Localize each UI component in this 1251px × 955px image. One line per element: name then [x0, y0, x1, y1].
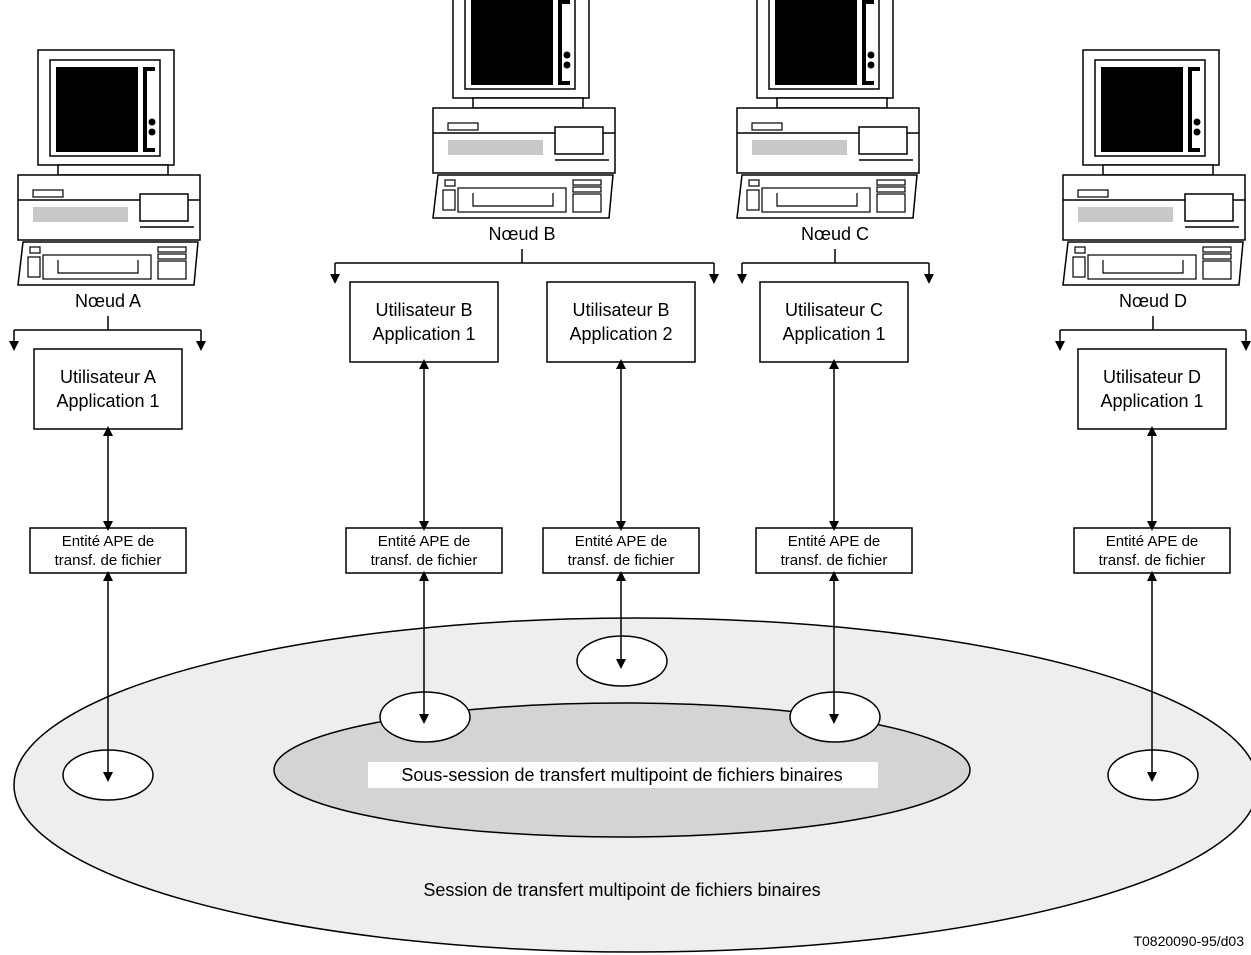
ape-a-line1: Entité APE de — [62, 533, 155, 550]
computer-node-a — [17, 49, 201, 286]
app-d1-line1: Utilisateur D — [1103, 367, 1201, 387]
ape-c1-line2: transf. de fichier — [781, 552, 888, 569]
bracket-node-d — [1055, 316, 1251, 351]
ape-b2-line2: transf. de fichier — [568, 552, 675, 569]
node-b-label: Nœud B — [488, 224, 555, 244]
subsession-label: Sous-session de transfert multipoint de … — [401, 765, 842, 785]
ape-b1-line1: Entité APE de — [378, 533, 471, 550]
app-c1-line1: Utilisateur C — [785, 300, 883, 320]
app-d1-line2: Application 1 — [1100, 391, 1203, 411]
app-box-b1: Utilisateur B Application 1 — [349, 281, 499, 363]
node-d-label: Nœud D — [1119, 291, 1187, 311]
app-a1-line2: Application 1 — [56, 391, 159, 411]
ape-b1-line2: transf. de fichier — [371, 552, 478, 569]
app-b1-line1: Utilisateur B — [375, 300, 472, 320]
ape-box-a: Entité APE de transf. de fichier — [29, 527, 187, 574]
ape-b2-line1: Entité APE de — [575, 533, 668, 550]
computer-node-b — [432, 0, 616, 219]
ape-a-line2: transf. de fichier — [55, 552, 162, 569]
endpoint-b1 — [379, 691, 471, 743]
ape-box-b2: Entité APE de transf. de fichier — [542, 527, 700, 574]
endpoint-c1 — [789, 691, 881, 743]
ape-box-b1: Entité APE de transf. de fichier — [345, 527, 503, 574]
session-label: Session de transfert multipoint de fichi… — [423, 880, 820, 900]
endpoint-d — [1107, 749, 1199, 801]
app-box-b2: Utilisateur B Application 2 — [546, 281, 696, 363]
computer-node-d — [1062, 49, 1246, 286]
subsession-label-bg — [368, 762, 878, 788]
bracket-node-b — [330, 249, 719, 284]
computer-node-c — [736, 0, 920, 219]
app-b2-line2: Application 2 — [569, 324, 672, 344]
app-box-c1: Utilisateur C Application 1 — [759, 281, 909, 363]
app-b2-line1: Utilisateur B — [572, 300, 669, 320]
endpoint-b2 — [576, 635, 668, 687]
app-b1-line2: Application 1 — [372, 324, 475, 344]
node-c-label: Nœud C — [801, 224, 869, 244]
app-box-d1: Utilisateur D Application 1 — [1077, 348, 1227, 430]
app-a1-line1: Utilisateur A — [60, 367, 156, 387]
ape-box-c1: Entité APE de transf. de fichier — [755, 527, 913, 574]
app-c1-line2: Application 1 — [782, 324, 885, 344]
ape-d-line1: Entité APE de — [1106, 533, 1199, 550]
ape-d-line2: transf. de fichier — [1099, 552, 1206, 569]
figure-reference: T0820090-95/d03 — [1133, 933, 1244, 949]
app-box-a1: Utilisateur A Application 1 — [33, 348, 183, 430]
ape-c1-line1: Entité APE de — [788, 533, 881, 550]
bracket-node-a — [9, 316, 206, 351]
bracket-node-c — [737, 249, 934, 284]
node-a-label: Nœud A — [75, 291, 141, 311]
ape-box-d: Entité APE de transf. de fichier — [1073, 527, 1231, 574]
